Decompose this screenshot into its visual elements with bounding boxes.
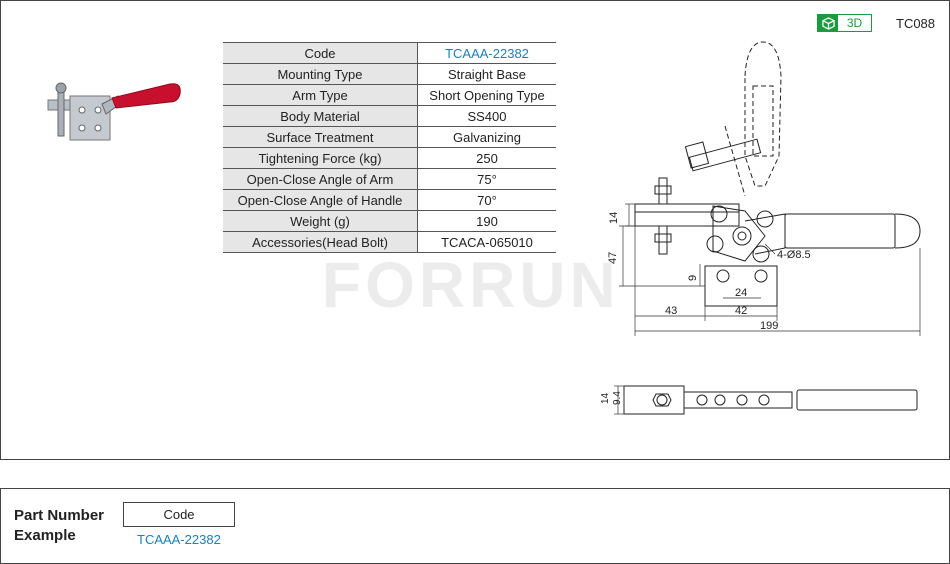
spec-row: Tightening Force (kg)250 (223, 147, 556, 169)
view-3d-button[interactable]: 3D (817, 14, 872, 32)
spec-key: Tightening Force (kg) (223, 147, 418, 169)
top-view-drawing: 14 9.4 (600, 385, 918, 415)
part-number-label: Part Number Example (14, 506, 104, 546)
part-number-code-header: Code (123, 502, 235, 527)
dim-42: 42 (735, 305, 747, 317)
spec-key: Open-Close Angle of Handle (223, 189, 418, 211)
spec-value: 75° (417, 168, 556, 190)
watermark: FORRUN (322, 249, 620, 321)
part-number-label-line1: Part Number (14, 507, 105, 524)
model-code: TC088 (896, 16, 936, 31)
cube-icon (818, 15, 838, 31)
dim-hole: 4-Ø8.5 (777, 249, 811, 261)
spec-code-link[interactable]: TCAAA-22382 (417, 42, 556, 64)
spec-row: Accessories(Head Bolt)TCACA-065010 (223, 231, 556, 253)
spec-value: Straight Base (417, 63, 556, 85)
spec-value: Galvanizing (417, 126, 556, 148)
side-view-drawing: 14 47 9 24 43 42 199 4-Ø8.5 (607, 41, 921, 336)
spec-value: Short Opening Type (417, 84, 556, 106)
dim-199: 199 (760, 320, 778, 332)
spec-key: Weight (g) (223, 210, 418, 232)
dim-14-bottom: 14 (600, 392, 611, 404)
spec-key: Arm Type (223, 84, 418, 106)
spec-key: Body Material (223, 105, 418, 127)
dim-9-4: 9.4 (612, 391, 623, 405)
part-number-code-value[interactable]: TCAAA-22382 (137, 532, 221, 547)
spec-value: 250 (417, 147, 556, 169)
spec-value: SS400 (417, 105, 556, 127)
dim-24: 24 (735, 287, 747, 299)
spec-key: Mounting Type (223, 63, 418, 85)
spec-value: 190 (417, 210, 556, 232)
spec-value: 70° (417, 189, 556, 211)
dim-14-top: 14 (608, 212, 620, 224)
view-3d-label: 3D (846, 16, 863, 30)
dim-43: 43 (665, 305, 677, 317)
part-number-label-line2: Example (14, 527, 76, 544)
dim-47: 47 (607, 252, 619, 264)
spec-key: Surface Treatment (223, 126, 418, 148)
spec-value: TCACA-065010 (417, 231, 556, 253)
spec-key: Accessories(Head Bolt) (223, 231, 418, 253)
dim-9: 9 (687, 275, 699, 281)
spec-key: Code (223, 42, 418, 64)
spec-row: Weight (g)190 (223, 210, 556, 232)
product-photo (47, 82, 181, 141)
spec-key: Open-Close Angle of Arm (223, 168, 418, 190)
